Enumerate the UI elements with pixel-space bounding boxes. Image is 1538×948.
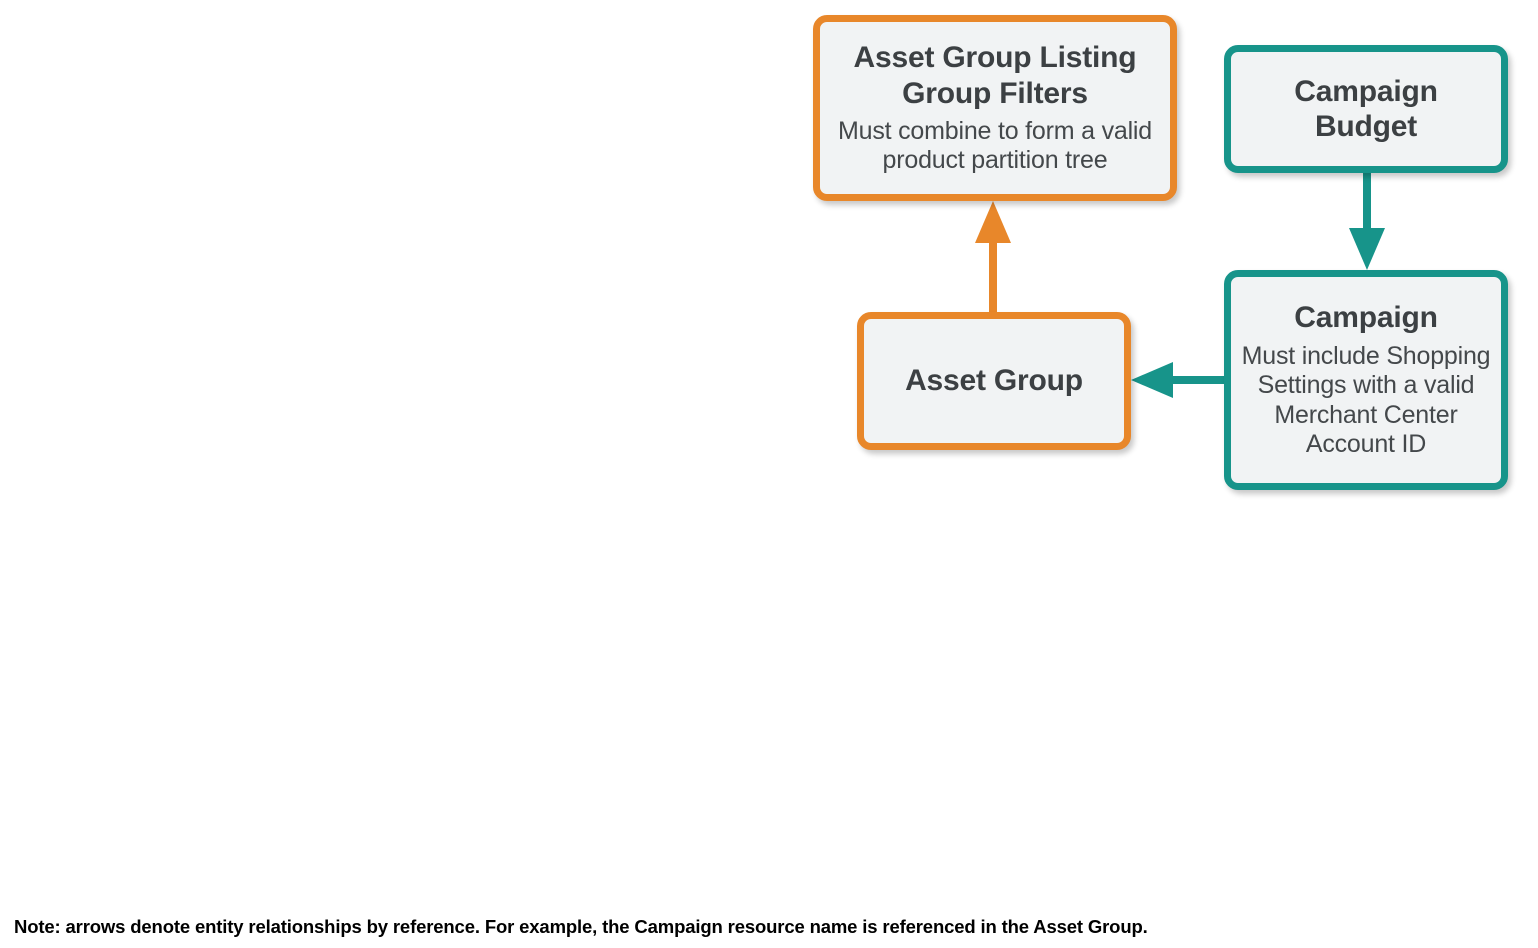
node-title: Campaign	[1294, 301, 1438, 335]
edge-campaign-to-asset-group	[1131, 362, 1224, 398]
node-title: Campaign Budget	[1294, 74, 1438, 143]
node-asset-group[interactable]: Asset Group	[857, 312, 1131, 450]
node-title: Asset Group Listing Group Filters	[853, 41, 1137, 110]
node-subtitle: Must combine to form a valid product par…	[838, 116, 1152, 175]
node-subtitle: Must include Shopping Settings with a va…	[1241, 341, 1491, 459]
node-campaign[interactable]: Campaign Must include Shopping Settings …	[1224, 270, 1508, 490]
diagram-footnote: Note: arrows denote entity relationships…	[14, 916, 1148, 937]
node-campaign-budget[interactable]: Campaign Budget	[1224, 45, 1508, 173]
node-asset-group-listing-group-filters[interactable]: Asset Group Listing Group Filters Must c…	[813, 15, 1177, 201]
edge-campaign-budget-to-campaign	[1349, 173, 1385, 270]
edge-asset-group-to-listing-group-filters	[975, 201, 1011, 312]
node-title: Asset Group	[905, 364, 1083, 398]
